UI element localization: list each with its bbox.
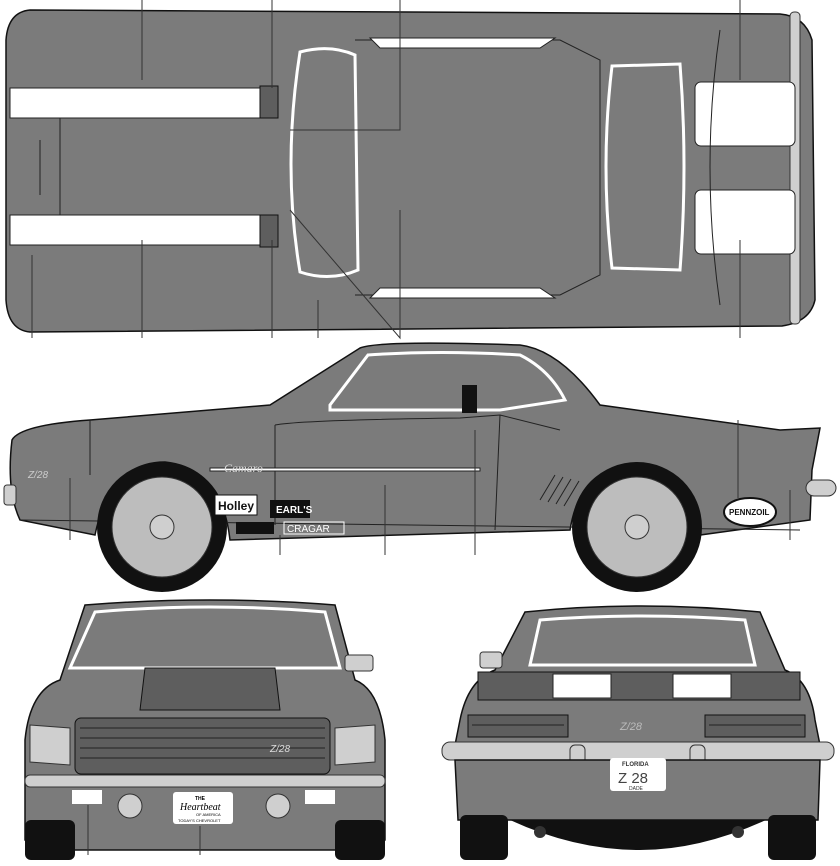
cragar-decal: CRAGAR (287, 524, 330, 535)
rear-bumper-top (789, 11, 801, 325)
rear-license-plate: FLORIDA Z 28 DADE (610, 758, 666, 792)
svg-text:THE: THE (195, 796, 206, 802)
svg-text:DADE: DADE (629, 786, 644, 792)
svg-text:Z 28: Z 28 (618, 770, 648, 787)
hood-stripe-upper (9, 87, 279, 119)
side-view: Camaro Holley EARL'S CRAGAR PENNZOIL Z/2… (3, 342, 837, 592)
trunk-stripe-upper (694, 81, 796, 147)
holley-decal: Holley (218, 499, 254, 513)
hood-stripe-lower (9, 214, 279, 246)
camaro-script-decal: Camaro (224, 461, 263, 475)
pennzoil-decal: PENNZOIL (729, 508, 770, 517)
svg-text:Heartbeat: Heartbeat (179, 802, 221, 813)
rear-z28-badge: Z/28 (619, 721, 643, 733)
front-view: Z/28 THE Heartbeat OF AMERICA TODAY'S CH… (24, 599, 386, 860)
side-z28-badge: Z/28 (27, 470, 48, 481)
rear-view: Z/28 FLORIDA Z 28 DADE (441, 605, 835, 860)
grille-z28-badge: Z/28 (269, 744, 290, 755)
svg-text:FLORIDA: FLORIDA (622, 762, 649, 768)
svg-text:OF AMERICA: OF AMERICA (196, 812, 221, 817)
earls-decal: EARL'S (276, 505, 313, 516)
trunk-stripe-lower (694, 189, 796, 255)
top-view (5, 0, 816, 340)
svg-text:TODAY'S CHEVROLET: TODAY'S CHEVROLET (178, 818, 221, 823)
front-plate: THE Heartbeat OF AMERICA TODAY'S CHEVROL… (173, 792, 233, 824)
